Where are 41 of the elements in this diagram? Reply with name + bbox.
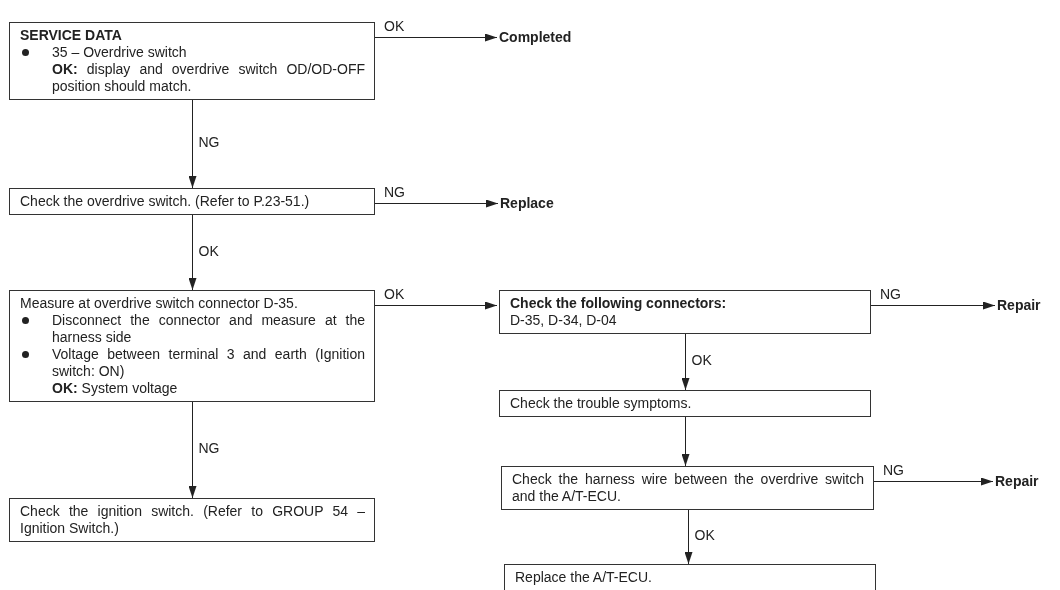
step-text: Check the ignition switch. (Refer to GROUP 54 – Ignition Switch.) [20, 503, 365, 537]
process-box [499, 390, 871, 417]
arrow [870, 301, 996, 310]
arrow [374, 33, 498, 42]
process-box [501, 466, 874, 510]
result-text: Repair [995, 473, 1039, 490]
arrow [188, 99, 197, 189]
step-text: SERVICE DATA [20, 27, 123, 44]
arrow [681, 416, 690, 467]
process-box [504, 564, 876, 590]
step-text: 35 – Overdrive switch [20, 44, 365, 61]
arrow [684, 509, 693, 565]
step-text: OK: System voltage [51, 380, 179, 397]
process-box [9, 188, 375, 215]
process-box [9, 290, 375, 402]
step-text: Check the overdrive switch. (Refer to P.23-51.) [20, 193, 311, 210]
step-text: Disconnect the connector and measure at the harness side [20, 312, 365, 346]
step-text: OK: display and overdrive switch OD/OD-OFF position should match. [51, 61, 365, 95]
arrow [188, 401, 197, 499]
arrow [374, 199, 499, 208]
result-text: Replace [500, 195, 554, 212]
arrow [873, 477, 994, 486]
step-text: Check the following connectors: [510, 295, 728, 312]
edge-label: NG [197, 134, 221, 150]
step-text: Voltage between terminal 3 and earth (Ignition switch: ON) [20, 346, 365, 380]
step-text: Measure at overdrive switch connector D-35. [20, 295, 299, 312]
process-box [9, 498, 375, 542]
result-text: Completed [499, 29, 572, 46]
step-text: Check the trouble symptoms. [510, 395, 693, 412]
edge-label: OK [693, 527, 716, 543]
process-box [9, 22, 375, 100]
edge-label: NG [197, 440, 221, 456]
arrow [681, 333, 690, 391]
edge-label: OK [690, 352, 713, 368]
step-text: D-35, D-34, D-04 [510, 312, 618, 329]
arrow [374, 301, 498, 310]
step-text: Replace the A/T-ECU. [515, 569, 653, 586]
arrow [188, 214, 197, 291]
process-box [499, 290, 871, 334]
result-text: Repair [997, 297, 1041, 314]
step-text: Check the harness wire between the overdrive switch and the A/T-ECU. [512, 471, 864, 505]
